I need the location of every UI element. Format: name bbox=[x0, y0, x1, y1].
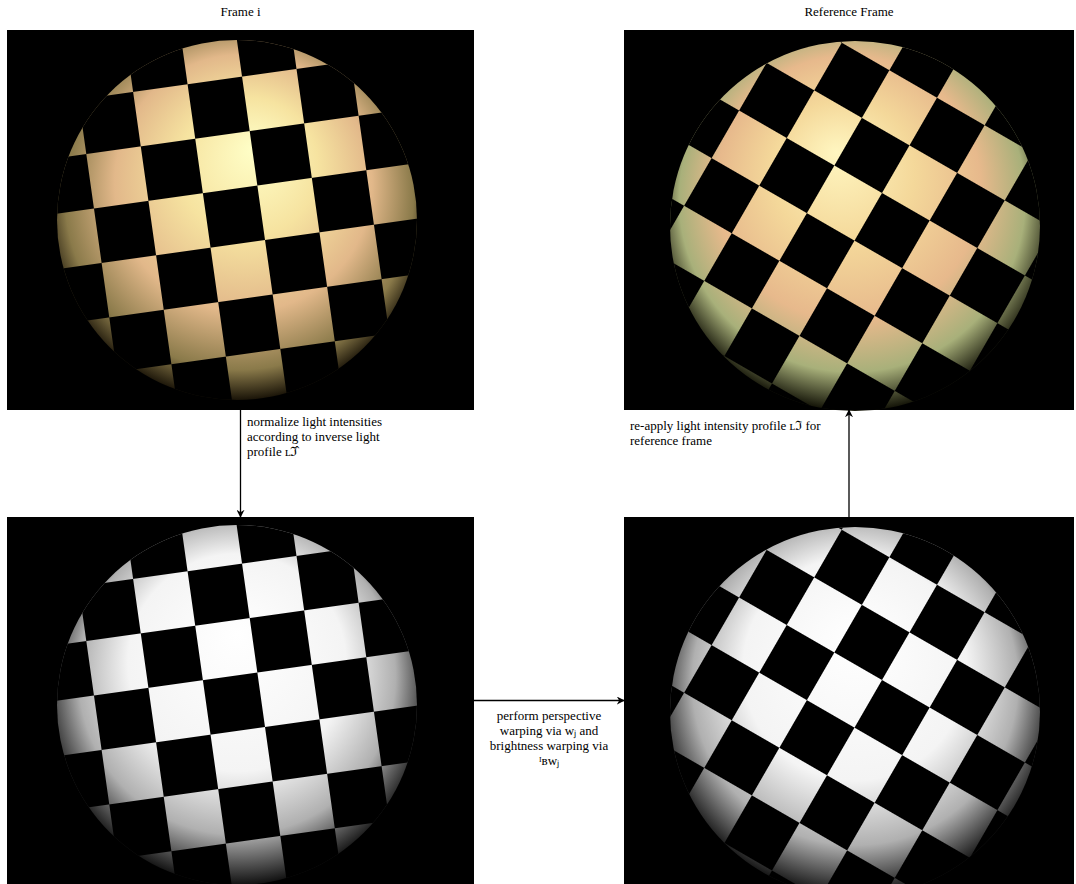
flow-arrow bbox=[240, 410, 241, 517]
panel-frame-i bbox=[7, 30, 474, 410]
flow-arrow bbox=[474, 700, 624, 701]
panel-reference bbox=[624, 30, 1074, 411]
image-panel bbox=[7, 517, 474, 884]
panel-title: Frame i bbox=[7, 4, 474, 20]
edge-label: normalize light intensities according to… bbox=[247, 414, 417, 459]
panel-normalized bbox=[7, 517, 474, 884]
panel-warped bbox=[624, 517, 1074, 884]
image-panel: Reference Frame bbox=[624, 30, 1074, 410]
edge-label: re-apply light intensity profile ʟℑ for … bbox=[630, 418, 842, 448]
flow-arrow bbox=[848, 410, 849, 517]
panel-title: Reference Frame bbox=[624, 4, 1074, 20]
image-panel bbox=[624, 517, 1074, 884]
image-panel: Frame i bbox=[7, 30, 474, 410]
edge-label: perform perspective warping via wⱼ and b… bbox=[480, 708, 618, 768]
